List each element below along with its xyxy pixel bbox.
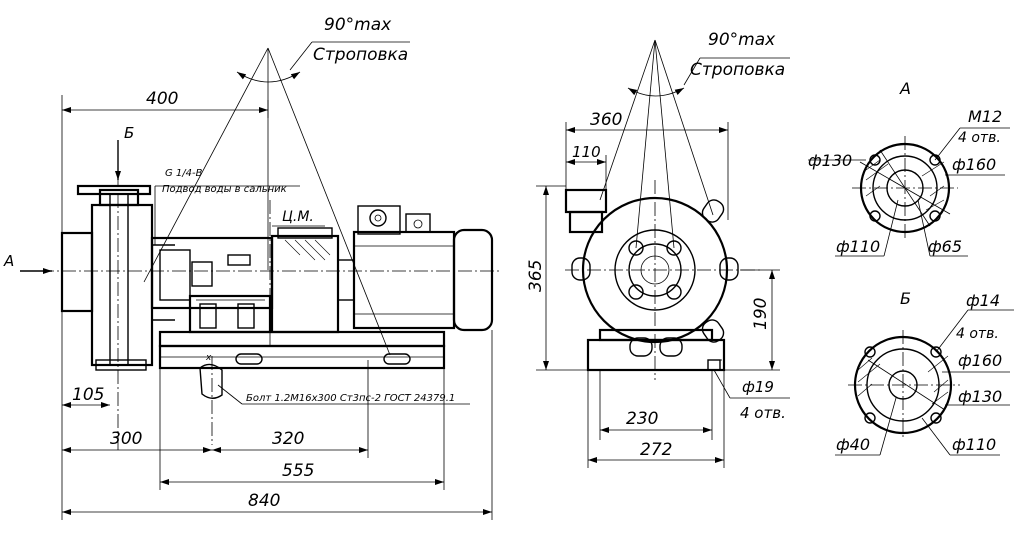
side-view: x 90°max Строповка A Б G 1/4-B Подвод во… [3,15,500,520]
flange-b-d14: ф14 [966,291,1000,310]
view-b-arrow-label: Б [124,124,134,142]
dim-400: 400 [146,89,178,109]
end-dimensions [536,122,790,468]
view-a-arrow-label: A [3,252,14,270]
flange-a-d130: ф130 [808,151,852,170]
water-supply-label: Подвод воды в сальник [162,184,287,195]
svg-text:x: x [205,353,212,363]
flange-a-d65: ф65 [928,237,962,256]
thread-label: G 1/4-B [165,168,203,179]
dim-110-end: 110 [572,143,601,161]
electric-motor [352,205,494,332]
sling-angle-end: 90°max [708,30,776,50]
dim-190: 190 [751,298,771,330]
base-frame: x [158,330,446,445]
dim-272: 272 [640,440,672,460]
dim-105: 105 [72,385,104,405]
view-b-flange: Б [835,289,1014,456]
view-a-title: A [899,79,911,98]
flange-a-d110: ф110 [836,237,880,256]
dim-365: 365 [526,260,546,292]
sling-label-end: Строповка [690,60,785,80]
end-view: 90°max Строповка 360 110 365 190 [526,30,790,468]
flange-b-d110: ф110 [952,435,996,454]
dim-d19: ф19 [742,378,774,396]
center-mass-label: Ц.М. [282,209,314,225]
end-sling-lines [599,39,790,249]
dim-360: 360 [590,110,622,130]
dim-840: 840 [248,491,280,511]
flange-b-d160: ф160 [958,351,1002,370]
view-b-title: Б [900,289,911,308]
flange-b-d40: ф40 [836,435,870,454]
sling-label-side: Строповка [313,45,408,65]
flange-a-d160: ф160 [952,155,996,174]
pump-casing [60,184,175,371]
sling-lines [143,41,410,356]
view-a-flange: A [808,79,1010,257]
bolt-label: Болт 1.2М16х300 Ст3пс-2 ГОСТ 24379.1 [246,393,455,404]
dim-320: 320 [272,429,304,449]
flange-a-holes: 4 отв. [958,130,1001,146]
dim-230: 230 [626,409,658,429]
sling-angle-side: 90°max [324,15,392,35]
flange-b-d130: ф130 [958,387,1002,406]
bearing-housing [150,227,355,334]
flange-a-thread: М12 [968,107,1002,126]
dim-555: 555 [282,461,314,481]
holes-label-end: 4 отв. [740,404,786,422]
flange-b-holes: 4 отв. [956,326,999,342]
side-dimensions [61,95,493,520]
dim-300: 300 [110,429,142,449]
